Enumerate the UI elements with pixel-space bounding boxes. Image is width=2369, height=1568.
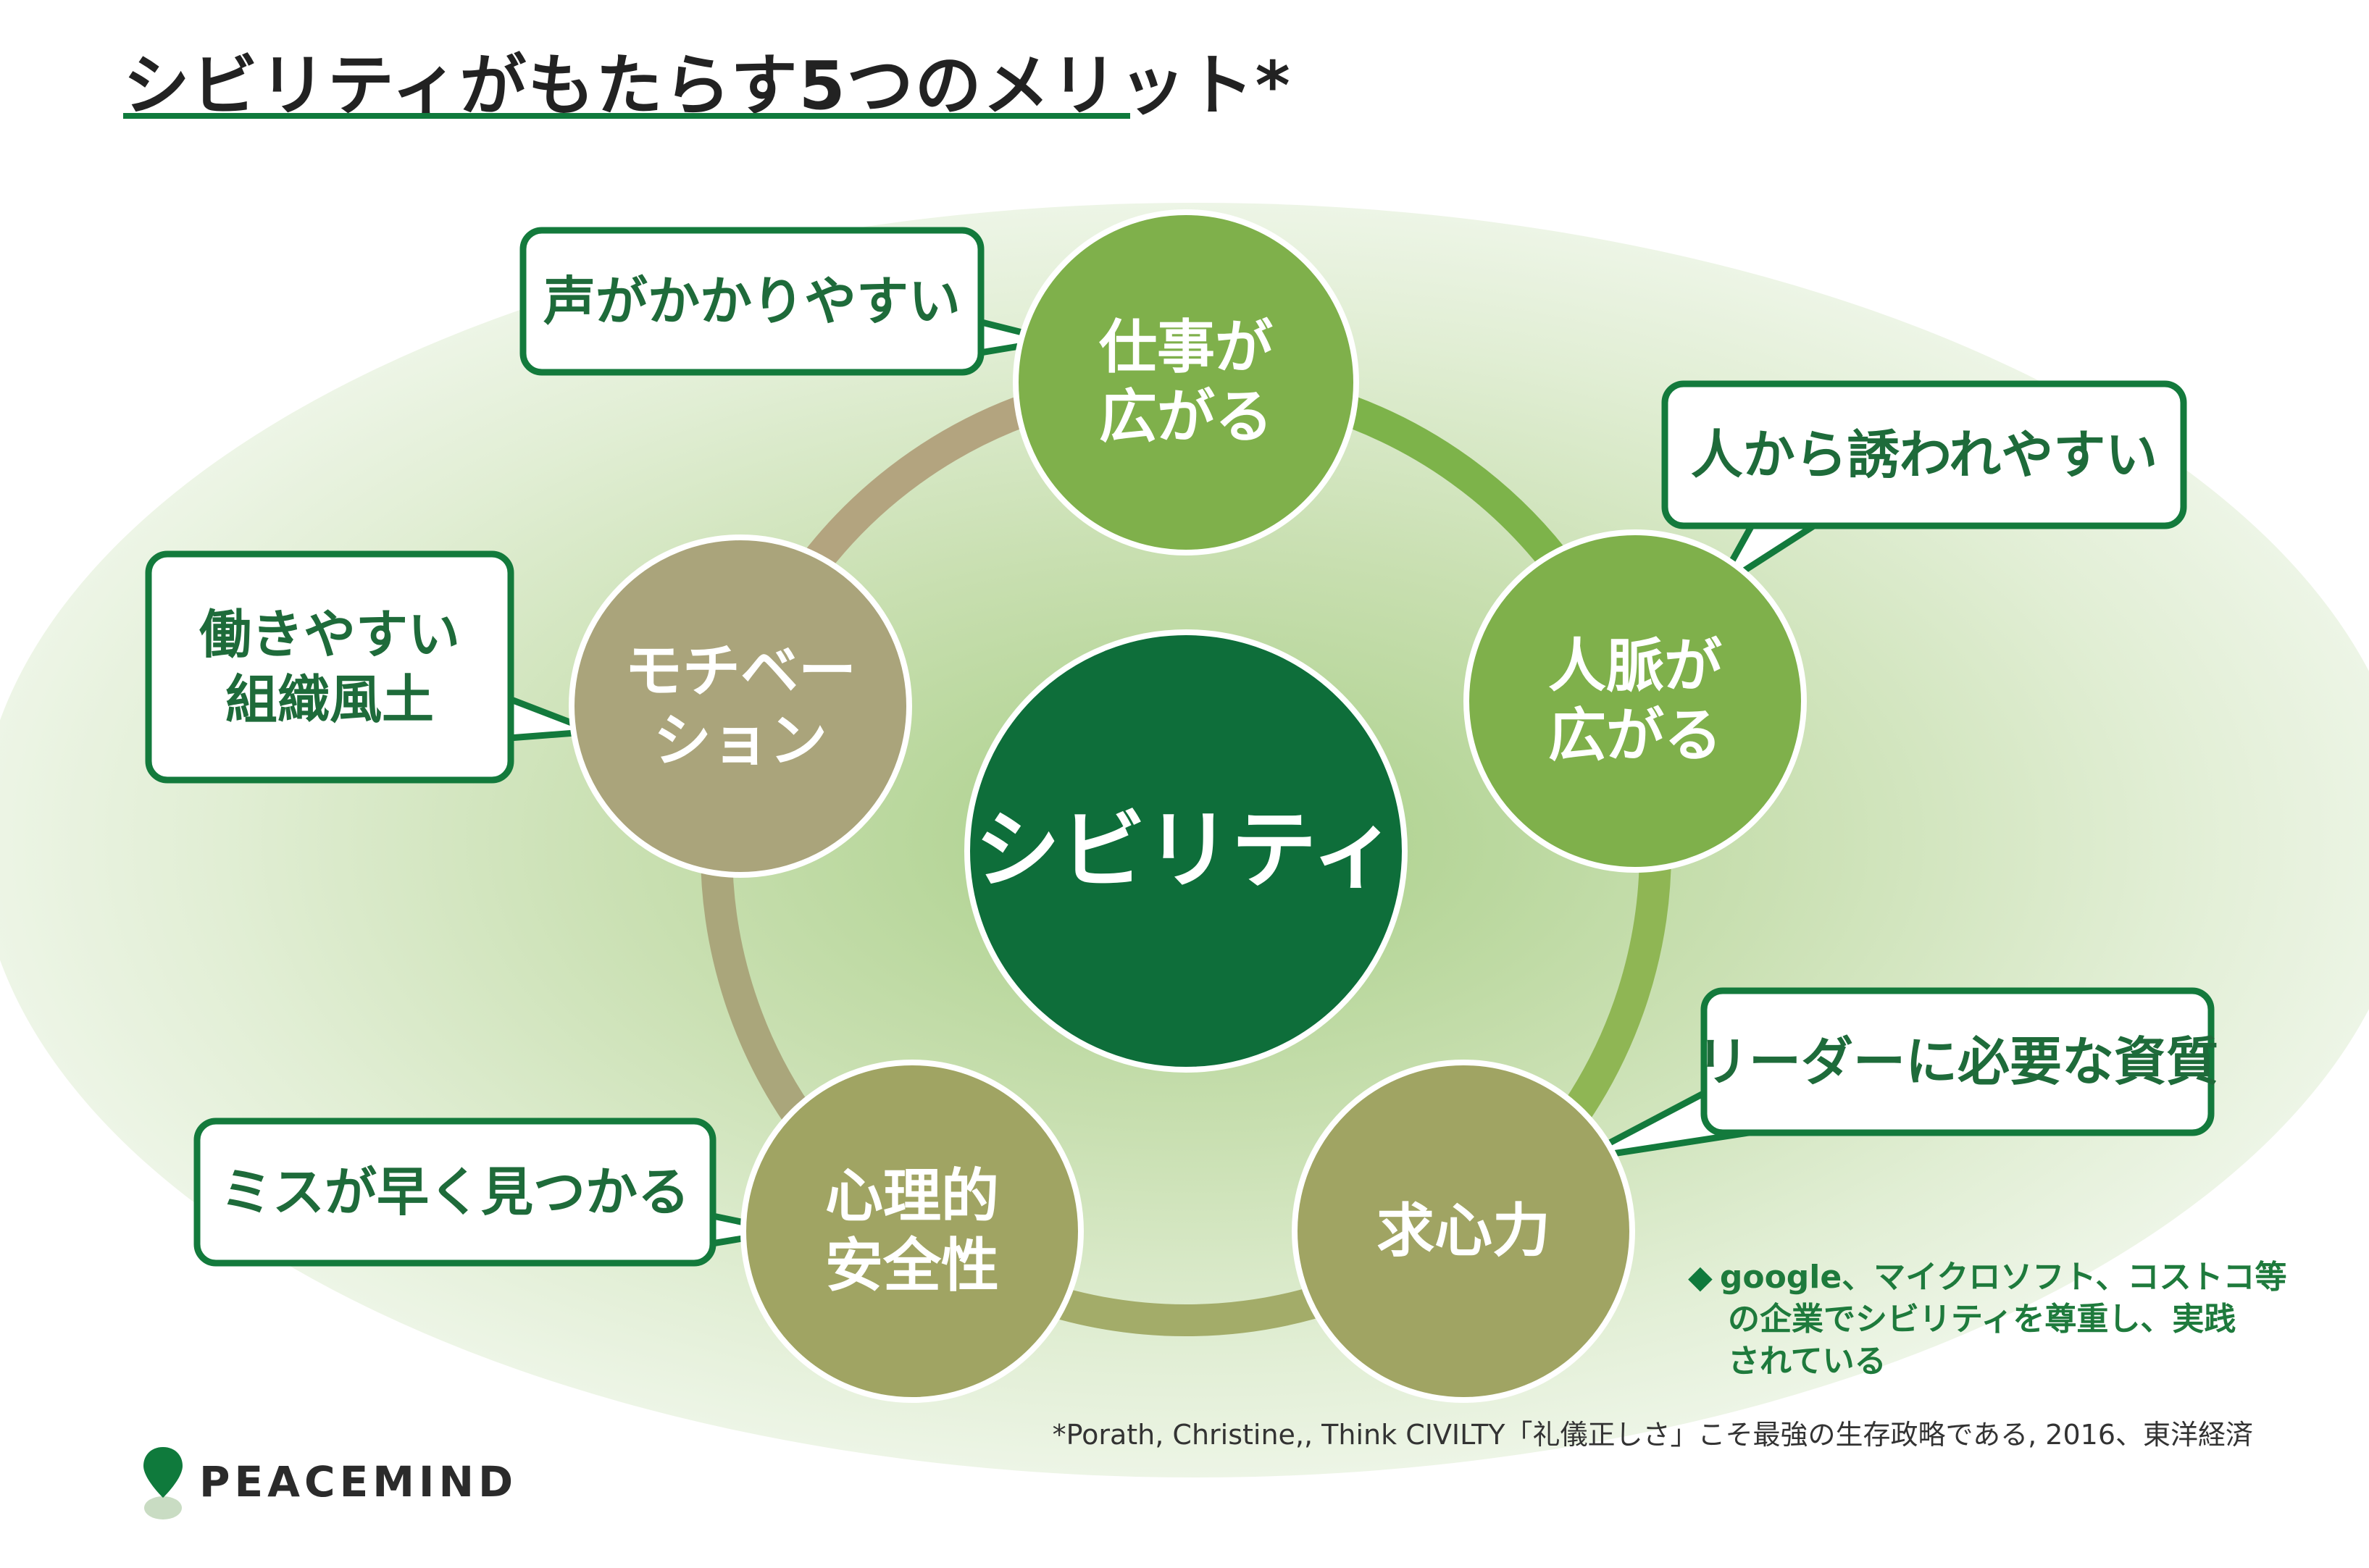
circle-label-line: 仕事が bbox=[1099, 314, 1273, 381]
circle-cohesion-label: 求心力 bbox=[1376, 1196, 1550, 1266]
circle-motivation-label: モチベーション bbox=[624, 637, 856, 776]
bubble-leader-quality bbox=[1576, 987, 2215, 1162]
circle-label-line: 求心力 bbox=[1376, 1197, 1550, 1265]
circle-label-line: 人脈が bbox=[1548, 632, 1722, 700]
note-line-1: google、マイクロソフト、コストコ等 bbox=[1719, 1259, 2287, 1296]
circle-label-line: 安全性 bbox=[825, 1232, 999, 1299]
bubble-text: リーダーに必要な資質 bbox=[1697, 1029, 2218, 1094]
diamond-icon: ◆ bbox=[1688, 1259, 1713, 1296]
page-title: シビリティがもたらす5つのメリット* bbox=[123, 47, 1292, 125]
title-underline bbox=[123, 113, 1130, 119]
bubble-text: 声がかかりやすい bbox=[543, 269, 961, 334]
circle-job-expansion bbox=[1013, 209, 1359, 555]
circle-label-line: 心理的 bbox=[825, 1162, 999, 1230]
bubble-text: 人から誘われやすい bbox=[1691, 422, 2157, 487]
circle-label-line: ション bbox=[653, 707, 827, 774]
bubble-text: ミスが早く見つかる bbox=[220, 1160, 690, 1225]
bubble-good-culture bbox=[145, 550, 598, 784]
center-label: シビリティ bbox=[974, 800, 1397, 901]
circle-network-expansion bbox=[1463, 529, 1807, 873]
adoption-note: ◆google、マイクロソフト、コストコ等 の企業でシビリティを尊重し、実践 さ… bbox=[1688, 1257, 2286, 1383]
circle-network-expansion-label: 人脈が広がる bbox=[1548, 632, 1722, 771]
bubble-text-line: 組織風土 bbox=[225, 669, 435, 730]
circle-psychological-safety bbox=[740, 1060, 1084, 1403]
circle-motivation bbox=[569, 534, 912, 878]
note-line-3: されている bbox=[1728, 1343, 1887, 1380]
bubble-often-invited bbox=[1661, 380, 2187, 592]
center-circle bbox=[964, 629, 1408, 1073]
bubble-text-line: 人から誘われやすい bbox=[1690, 424, 2158, 485]
bubble-easy-to-call bbox=[519, 227, 1058, 376]
bubble-text: 働きやすい組織風土 bbox=[199, 602, 460, 732]
note-line-2: の企業でシビリティを尊重し、実践 bbox=[1728, 1301, 2236, 1338]
circle-cohesion bbox=[1292, 1060, 1635, 1403]
bubble-text-line: ミスが早く見つかる bbox=[220, 1162, 690, 1223]
bubble-text-line: リーダーに必要な資質 bbox=[1696, 1031, 2219, 1092]
map-pin-icon bbox=[143, 1447, 183, 1519]
circle-job-expansion-label: 仕事が広がる bbox=[1099, 313, 1273, 452]
circle-label-line: モチベー bbox=[624, 637, 856, 705]
logo-text: PEACEMIND bbox=[199, 1457, 518, 1506]
bubble-text-line: 働きやすい bbox=[199, 604, 461, 665]
circle-psychological-safety-label: 心理的安全性 bbox=[825, 1162, 999, 1301]
circle-label-line: 広がる bbox=[1548, 702, 1722, 769]
circle-label-line: 広がる bbox=[1099, 383, 1273, 450]
bubble-text-line: 声がかかりやすい bbox=[543, 271, 961, 332]
footnote: *Porath, Christine,, Think CIVILTY「礼儀正しさ… bbox=[1052, 1419, 2253, 1451]
